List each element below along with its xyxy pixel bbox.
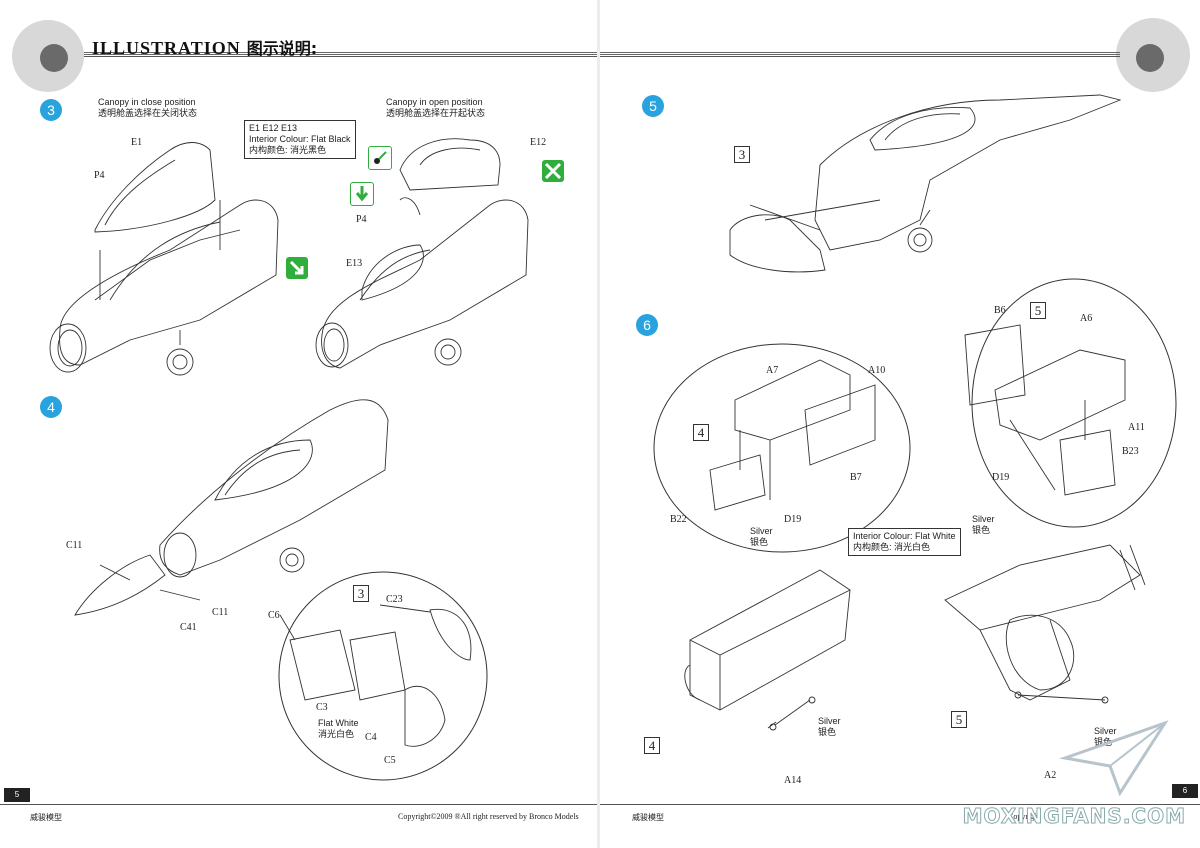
insert-icon bbox=[350, 182, 374, 206]
step-5-drawing bbox=[729, 94, 1122, 273]
part-d19-right-label: D19 bbox=[992, 472, 1010, 483]
step-5-badge: 5 bbox=[642, 95, 664, 117]
footer-copyright-right: Copyright bbox=[1008, 812, 1041, 821]
footer-rule-right bbox=[600, 804, 1200, 805]
ref-step-4-box: 4 bbox=[693, 424, 709, 441]
footer-brand-right: 威骏模型 bbox=[632, 813, 664, 822]
header-decor-dot bbox=[40, 44, 68, 72]
header-rule-double bbox=[84, 52, 598, 55]
part-c5-label: C5 bbox=[384, 755, 396, 766]
step-6-badge: 6 bbox=[636, 314, 658, 336]
ref-step-3-box-s5: 3 bbox=[734, 146, 750, 163]
step-6-top-drawing bbox=[653, 278, 1177, 553]
part-p4-label: P4 bbox=[94, 170, 105, 181]
page-number-right: 6 bbox=[1172, 784, 1198, 798]
header-rule-double-right bbox=[600, 52, 1120, 55]
page-number-left: 5 bbox=[4, 788, 30, 802]
part-a11-label: A11 bbox=[1128, 422, 1145, 433]
part-d19-label: D19 bbox=[784, 514, 802, 525]
right-page: 5 3 6 A7 A10 4 B7 B22 D19 Silve bbox=[600, 0, 1200, 848]
part-c6-label: C6 bbox=[268, 610, 280, 621]
part-e12-label: E12 bbox=[530, 137, 547, 148]
page-gutter bbox=[597, 0, 601, 848]
part-b6-label: B6 bbox=[994, 305, 1006, 316]
ref-step-5-box-bottom: 5 bbox=[951, 711, 967, 728]
footer-copyright: Copyright©2009 ®All right reserved by Br… bbox=[398, 812, 579, 821]
part-a2-label: A2 bbox=[1044, 770, 1057, 781]
header-decor-dot-right bbox=[1136, 44, 1164, 72]
ref-step-4-box-bottom: 4 bbox=[644, 737, 660, 754]
part-a7-label: A7 bbox=[766, 365, 779, 376]
footer-rule bbox=[0, 804, 598, 805]
part-a14-label: A14 bbox=[784, 775, 802, 786]
part-a6-label: A6 bbox=[1080, 313, 1093, 324]
step-4-drawing bbox=[74, 399, 488, 781]
rotate-icon bbox=[368, 146, 392, 170]
part-e1-label: E1 bbox=[131, 137, 143, 148]
no-glue-icon bbox=[542, 160, 564, 182]
ref-step-5-box: 5 bbox=[1030, 302, 1046, 319]
part-a10-label: A10 bbox=[868, 365, 886, 376]
step-3-badge: 3 bbox=[40, 99, 62, 121]
header-rule-right bbox=[600, 56, 1120, 57]
part-c11-right-label: C11 bbox=[212, 607, 229, 618]
part-c3-label: C3 bbox=[316, 702, 328, 713]
part-c41-label: C41 bbox=[180, 622, 197, 633]
step-4-badge: 4 bbox=[40, 396, 62, 418]
part-e13-label: E13 bbox=[346, 258, 363, 269]
part-b22-label: B22 bbox=[670, 514, 687, 525]
step-6-bottom-drawing bbox=[684, 544, 1146, 731]
ref-step-3-box: 3 bbox=[353, 585, 369, 602]
part-c4-label: C4 bbox=[365, 732, 377, 743]
part-c11-label: C11 bbox=[66, 540, 83, 551]
glue-icon bbox=[286, 257, 308, 279]
footer-brand: 威骏模型 bbox=[30, 813, 62, 822]
header-rule bbox=[84, 56, 598, 57]
watermark-text: MOXINGFANS.COM bbox=[962, 804, 1186, 829]
watermark-plane-logo bbox=[1059, 720, 1169, 797]
part-p4-open-label: P4 bbox=[356, 214, 367, 225]
part-c23-label: C23 bbox=[386, 594, 403, 605]
part-b7-label: B7 bbox=[850, 472, 862, 483]
part-b23-label: B23 bbox=[1122, 446, 1139, 457]
step-3-drawing bbox=[49, 138, 529, 376]
